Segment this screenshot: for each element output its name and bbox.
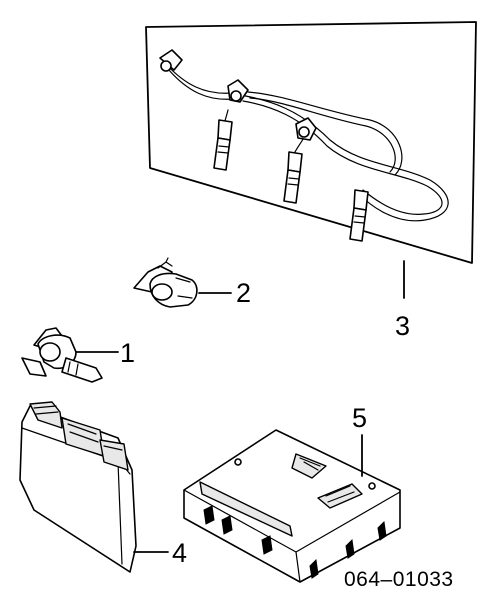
diagram-id: 064–01033: [344, 568, 454, 591]
wire-set-frame: [145, 21, 477, 264]
wire-end-connector: [227, 79, 249, 103]
wire-end-connector: [295, 117, 317, 141]
callout-1: 1: [120, 338, 135, 368]
engine-control-module: [19, 401, 169, 573]
spark-plug-boot: [283, 151, 303, 204]
camshaft-position-sensor: [21, 327, 119, 383]
callout-5: 5: [352, 403, 367, 433]
crankshaft-position-sensor: [133, 257, 232, 308]
callout-3: 3: [395, 311, 410, 341]
spark-plug-boot: [349, 189, 369, 242]
wire-end-connector: [159, 49, 183, 72]
powertrain-control-module: [183, 429, 401, 583]
callout-4: 4: [172, 538, 187, 568]
ignition-wire-set: [145, 21, 477, 299]
callout-2: 2: [236, 278, 251, 308]
spark-plug-boot: [213, 119, 233, 171]
